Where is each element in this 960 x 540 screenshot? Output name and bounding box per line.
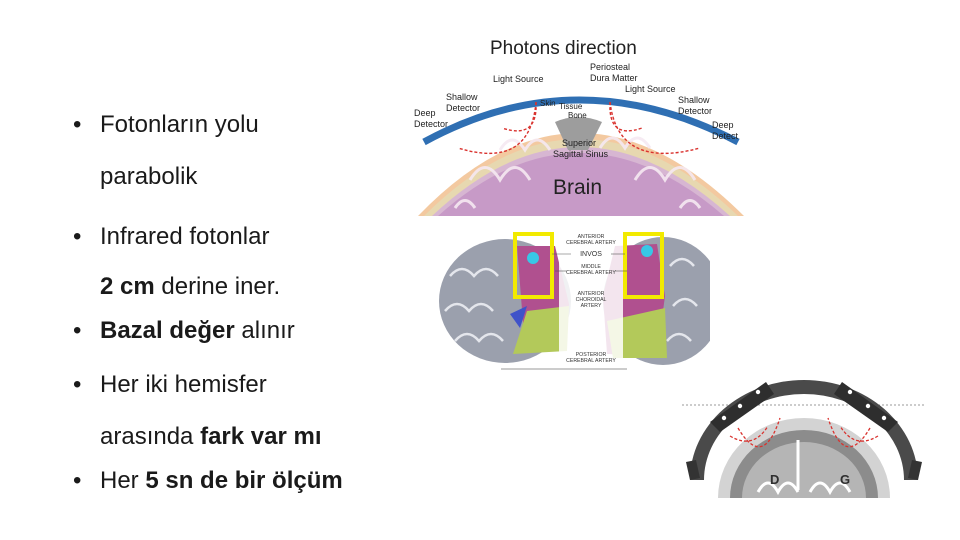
bullet-dot: • xyxy=(73,467,82,494)
bold-phrase: 5 sn de bir ölçüm xyxy=(145,467,343,494)
text-run: Her iki hemisfer xyxy=(100,371,267,398)
label-tissue: Tissue xyxy=(559,102,583,111)
bullet-dot: • xyxy=(73,111,82,138)
label-deep-detector-right: Detect xyxy=(712,131,739,141)
label-shallow-detector-right: Detector xyxy=(678,106,712,116)
label-right-side: G xyxy=(840,472,850,487)
text-run: derine iner. xyxy=(154,273,281,300)
label-light-source-right: Light Source xyxy=(625,84,676,94)
label-light-source-left: Light Source xyxy=(493,74,544,84)
label-anterior-cerebral-artery: CEREBRAL ARTERY xyxy=(566,240,616,246)
bullet-text: Bazal değer alınır xyxy=(100,316,295,346)
helmet-sensor-figure: D G xyxy=(678,370,930,500)
label-brain: Brain xyxy=(553,176,602,199)
right-sensor xyxy=(641,245,653,257)
brain-folds xyxy=(756,440,852,496)
label-shallow-right: Shallow xyxy=(678,95,710,105)
helmet-photon-paths xyxy=(729,417,879,448)
text-run: parabolik xyxy=(100,163,198,190)
bullet-dot: • xyxy=(73,317,82,344)
label-left-side: D xyxy=(770,472,779,487)
sensor-points xyxy=(721,389,887,421)
text-run: alınır xyxy=(234,317,295,344)
bold-phrase: Bazal değer xyxy=(100,317,235,344)
left-sensor-pad xyxy=(710,382,774,432)
bold-phrase: 2 cm xyxy=(100,273,155,300)
label-artery: ARTERY xyxy=(581,303,602,309)
label-posterior-cerebral-artery: CEREBRAL ARTERY xyxy=(566,358,616,364)
gyri-pattern xyxy=(453,136,702,209)
label-deep-left: Deep xyxy=(414,108,436,118)
helmet-sensor-diagram: D G xyxy=(682,380,926,498)
right-tip xyxy=(908,460,922,480)
label-deep-right: Deep xyxy=(712,120,734,130)
text-run: Infrared fotonlar xyxy=(100,223,270,250)
text-run: Her xyxy=(100,467,146,494)
cerebral-artery-figure: ANTERIOR CEREBRAL ARTERY INVOS MIDDLE CE… xyxy=(435,226,723,372)
bullet-text: parabolik xyxy=(100,162,197,192)
label-skin: Skin xyxy=(540,99,556,108)
cerebral-artery-diagram: ANTERIOR CEREBRAL ARTERY INVOS MIDDLE CE… xyxy=(439,230,723,370)
label-anterior: ANTERIOR xyxy=(578,234,605,240)
right-invos-box xyxy=(623,232,664,299)
left-gyri xyxy=(444,267,504,343)
sagittal-sinus xyxy=(555,117,602,150)
label-invos: INVOS xyxy=(580,251,602,258)
photons-direction-figure: Photons direction Periosteal Light Sourc… xyxy=(410,30,755,220)
right-gyri xyxy=(666,257,698,342)
label-deep-detector-left: Detector xyxy=(414,119,448,129)
figure-title: Photons direction xyxy=(490,38,637,59)
label-posterior: POSTERIOR xyxy=(576,352,607,358)
bullet-text: Infrared fotonlar xyxy=(100,222,269,252)
label-anterior-2: ANTERIOR xyxy=(578,291,605,297)
label-dura-matter: Dura Matter xyxy=(590,73,638,83)
sensor-pads xyxy=(710,382,898,432)
label-bone: Bone xyxy=(568,111,587,120)
left-choroidal-zone xyxy=(510,306,527,328)
bullet-dot: • xyxy=(73,371,82,398)
bullet-text: 2 cm derine iner. xyxy=(100,272,280,302)
bullet-text: Her iki hemisfer xyxy=(100,370,267,400)
label-middle: MIDDLE xyxy=(581,264,601,270)
label-superior: Superior xyxy=(562,138,596,148)
label-middle-cerebral-artery: CEREBRAL ARTERY xyxy=(566,270,616,276)
detector-band xyxy=(422,96,740,146)
label-choroidal: CHOROIDAL xyxy=(576,297,607,303)
photon-paths xyxy=(457,101,701,155)
label-shallow-left: Shallow xyxy=(446,92,478,102)
text-run: arasında xyxy=(100,423,201,450)
bullet-text: arasında fark var mı xyxy=(100,422,321,452)
right-sensor-pad xyxy=(834,382,898,432)
bold-phrase: fark var mı xyxy=(200,423,322,450)
bullet-text: Her 5 sn de bir ölçüm xyxy=(100,466,343,496)
leader-lines xyxy=(552,253,627,272)
text-run: Fotonların yolu xyxy=(100,111,259,138)
label-panel xyxy=(559,230,623,369)
left-middle-zone xyxy=(513,306,569,354)
artery-labels: ANTERIOR CEREBRAL ARTERY INVOS MIDDLE CE… xyxy=(566,234,616,364)
left-invos-box xyxy=(513,232,554,299)
label-shallow-detector-left: Detector xyxy=(446,103,480,113)
left-sensor xyxy=(527,252,539,264)
label-periosteal: Periosteal xyxy=(590,62,630,72)
bullet-dot: • xyxy=(73,223,82,250)
label-sagittal-sinus: Sagittal Sinus xyxy=(553,149,609,159)
left-tip xyxy=(686,460,700,480)
bullet-text: Fotonların yolu xyxy=(100,110,259,140)
photons-direction-diagram: Photons direction Periosteal Light Sourc… xyxy=(414,38,744,216)
